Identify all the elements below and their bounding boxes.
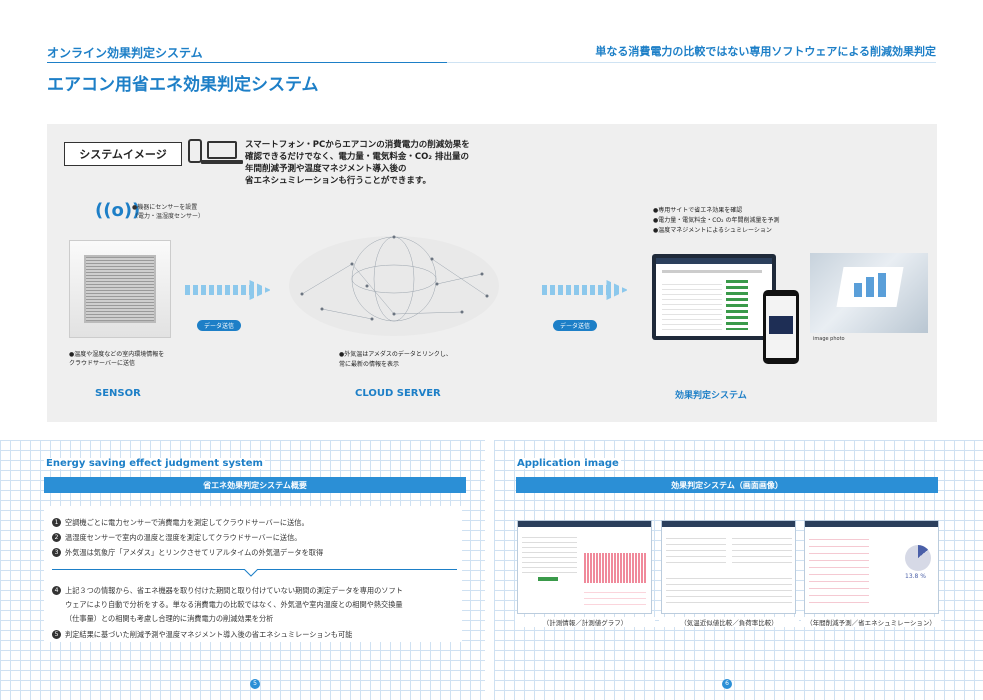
data-arrow-icon (542, 280, 628, 300)
screenshot-simulation: 13.8 % (804, 520, 939, 614)
effect-system-label: 効果判定システム (675, 391, 747, 401)
cloud-network-image (289, 235, 499, 336)
smartphone-icon (188, 139, 202, 163)
list-item-continued: ウェアにより自動で分析をする。単なる消費電力の比較ではなく、外気温や室内温度との… (65, 600, 403, 609)
caption-comparison: （気温近似値比較／負荷率比較） (659, 617, 799, 627)
data-arrow-icon (185, 280, 271, 300)
chevron-down-icon (244, 569, 258, 577)
section-heading-left: Energy saving effect judgment system (44, 458, 265, 469)
percent-label: 13.8 % (905, 573, 926, 580)
effect-system-notes: ●専用サイトで省エネ効果を確認 ●電力量・電気料金・CO₂ の年間削減量を予測 … (653, 207, 780, 234)
caption-measurement: （計測情報／計測値グラフ） (515, 617, 655, 627)
header-rule (47, 62, 936, 63)
page-divider (487, 440, 492, 700)
data-send-badge: データ送信 (553, 320, 598, 331)
screenshot-measurement (517, 520, 652, 614)
header-tagline: 単なる消費電力の比較ではない専用ソフトウェアによる削減効果判定 (595, 45, 936, 58)
pie-chart-icon (905, 545, 931, 571)
data-send-badge: データ送信 (197, 320, 242, 331)
list-item-continued: （仕事量）との相関も考慮し合理的に消費電力の削減効果を分析 (65, 614, 274, 623)
air-conditioner-image (69, 240, 171, 338)
sensor-description: ●温度や湿度などの室内環境情報を クラウドサーバーに送信 (69, 351, 165, 367)
sensor-label: SENSOR (95, 388, 141, 399)
laptop-icon (207, 141, 237, 159)
section-bar-left: 省エネ効果判定システム概要 (44, 477, 466, 493)
sensor-note: ●機器にセンサーを設置 （電力・温湿度センサー） (132, 204, 205, 220)
screenshot-comparison (661, 520, 796, 614)
smartphone-image (763, 290, 799, 364)
caption-simulation: （年間削減予測／省エネシュミレーション） (801, 617, 941, 627)
wireless-signal-icon: ((o)) (95, 200, 141, 221)
section-bar-right: 効果判定システム（画面画像） (516, 477, 938, 493)
air-conditioner-grill (84, 255, 156, 323)
header-subtitle: オンライン効果判定システム (47, 46, 203, 60)
page-title: エアコン用省エネ効果判定システム (47, 75, 319, 95)
laptop-base-icon (201, 160, 243, 164)
monitor-image (652, 254, 776, 340)
system-image-label: システムイメージ (64, 142, 182, 166)
cloud-server-label: CLOUD SERVER (355, 388, 441, 399)
smartphone-screen (766, 296, 796, 358)
system-description: スマートフォン・PCからエアコンの消費電力の削減効果を 確認できるだけでなく、電… (245, 140, 470, 186)
monitor-screen (656, 258, 772, 336)
tablet-photo (810, 253, 928, 333)
page-number-left: 5 (250, 679, 260, 689)
system-image-panel: システムイメージ スマートフォン・PCからエアコンの消費電力の削減効果を 確認で… (47, 124, 937, 422)
page-number-right: 6 (722, 679, 732, 689)
cloud-description: ●外気温はアメダスのデータとリンクし、 常に最新の情報を表示 (339, 351, 452, 368)
section-heading-right: Application image (515, 458, 621, 469)
photo-caption: image photo (813, 336, 845, 342)
